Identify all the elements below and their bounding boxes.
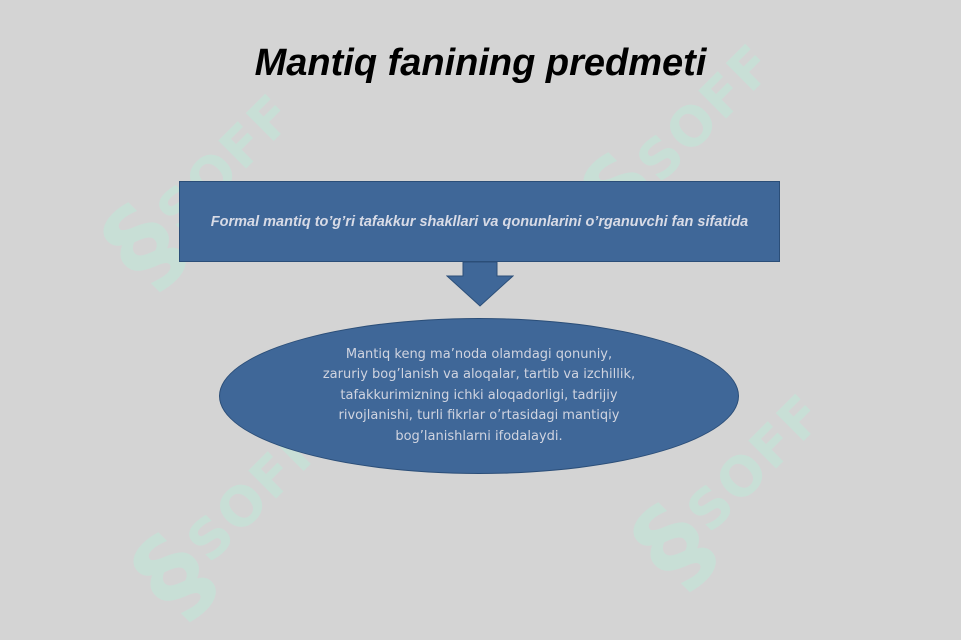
down-arrow-icon bbox=[446, 262, 514, 307]
definition-box: Formal mantiq to’g’ri tafakkur shakllari… bbox=[179, 181, 780, 262]
watermark-glyph-icon: § bbox=[608, 480, 738, 610]
explanation-ellipse: Mantiq keng ma’noda olamdagi qonuniy, za… bbox=[219, 318, 739, 474]
watermark-glyph-icon: § bbox=[108, 510, 238, 640]
explanation-line: zaruriy bog’lanish va aloqalar, tartib v… bbox=[322, 367, 636, 383]
explanation-line: Mantiq keng ma’noda olamdagi qonuniy, bbox=[345, 346, 613, 362]
slide-title: Mantiq fanining predmeti bbox=[254, 42, 707, 84]
explanation-line: rivojlanishi, turli fikrlar o’rtasidagi … bbox=[338, 408, 620, 424]
explanation-line: bog’lanishlarni ifodalaydi. bbox=[395, 428, 563, 444]
explanation-line: tafakkurimizning ichki aloqadorligi, tad… bbox=[340, 387, 618, 403]
definition-box-text: Formal mantiq to’g’ri tafakkur shakllari… bbox=[210, 213, 749, 230]
explanation-text: Mantiq keng ma’noda olamdagi qonuniy, za… bbox=[309, 345, 649, 448]
